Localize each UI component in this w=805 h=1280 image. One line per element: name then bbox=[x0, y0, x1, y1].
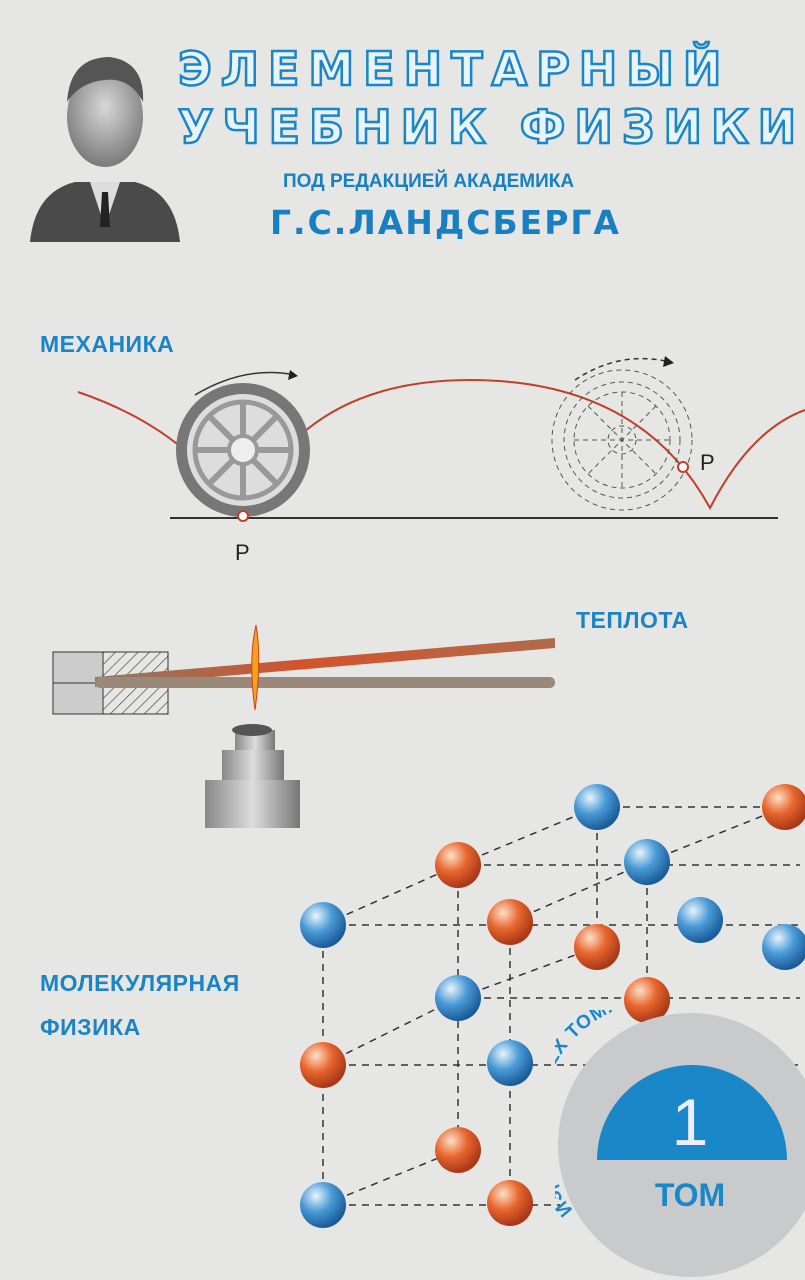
title-line-2: УЧЕБНИК ФИЗИКИ bbox=[177, 99, 805, 156]
volume-label: ТОМ bbox=[655, 1177, 725, 1213]
orange-atom bbox=[300, 1042, 346, 1088]
section-molecular-line2: ФИЗИКА bbox=[40, 1014, 141, 1040]
point-p-left: P bbox=[235, 540, 250, 565]
volume-badge: ИЗДАНИЕ В ТРЕХ ТОМАХ 1 ТОМ bbox=[555, 1010, 805, 1277]
blue-atom bbox=[574, 784, 620, 830]
section-mechanics: МЕХАНИКА bbox=[40, 331, 175, 357]
editor-name: Г.С.ЛАНДСБЕРГА bbox=[270, 203, 621, 242]
title-line-1: ЭЛЕМЕНТАРНЫЙ bbox=[177, 41, 731, 98]
orange-atom bbox=[487, 899, 533, 945]
lattice-bond bbox=[457, 946, 598, 999]
wheel-icon bbox=[176, 383, 310, 517]
orange-atom bbox=[435, 842, 481, 888]
orange-atom bbox=[624, 977, 670, 1023]
crystal-lattice-diagram bbox=[300, 784, 805, 1228]
orange-atom bbox=[762, 784, 805, 830]
blue-atom bbox=[435, 975, 481, 1021]
orange-atom bbox=[487, 1180, 533, 1226]
heat-diagram bbox=[52, 624, 555, 828]
blue-atom bbox=[300, 1182, 346, 1228]
mechanics-diagram: P P bbox=[77, 356, 805, 565]
edited-by-text: ПОД РЕДАКЦИЕЙ АКАДЕМИКА bbox=[283, 171, 575, 192]
blue-atom bbox=[677, 897, 723, 943]
portrait-image bbox=[30, 57, 180, 242]
volume-number: 1 bbox=[672, 1085, 709, 1159]
blue-atom bbox=[300, 902, 346, 948]
orange-atom bbox=[574, 924, 620, 970]
orange-atom bbox=[435, 1127, 481, 1173]
lattice-bond bbox=[322, 1149, 459, 1206]
dashed-wheel-icon bbox=[551, 369, 693, 511]
section-molecular-line1: МОЛЕКУЛЯРНАЯ bbox=[40, 970, 240, 996]
section-heat: ТЕПЛОТА bbox=[576, 607, 689, 633]
lattice-bond bbox=[322, 864, 459, 926]
blue-atom bbox=[624, 839, 670, 885]
point-p-right: P bbox=[700, 450, 715, 475]
blue-atom bbox=[762, 924, 805, 970]
blue-atom bbox=[487, 1040, 533, 1086]
lattice-bond bbox=[646, 806, 786, 863]
